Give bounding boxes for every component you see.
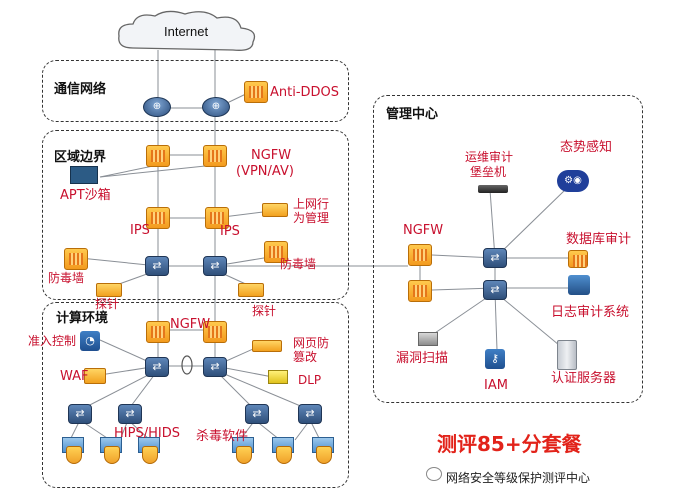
zone-border — [42, 130, 349, 300]
access-switch-icon: ⇄ — [203, 357, 227, 377]
hips-label: HIPS/HIDS — [114, 426, 180, 441]
ngfw-icon — [408, 280, 432, 302]
ngfw-top-label: NGFW — [251, 148, 292, 163]
promo-text: 测评85+分套餐 — [437, 432, 582, 456]
nac-label: 准入控制 — [28, 334, 77, 348]
edge-switch-icon: ⇄ — [245, 404, 269, 424]
watermark-label: 网络安全等级保护测评中心 — [446, 471, 591, 485]
vuln-scan-label: 漏洞扫描 — [396, 351, 449, 366]
zone-compute — [42, 302, 349, 488]
router-icon: ⊕ — [202, 97, 230, 117]
watermark-text: 网络安全等级保护测评中心 — [446, 469, 590, 486]
web-tamper-icon — [252, 340, 282, 352]
av-wall-left-label: 防毒墙 — [48, 271, 85, 285]
dlp-label: DLP — [298, 373, 322, 387]
av-wall-right-label: 防毒墙 — [280, 257, 317, 271]
internet-label: Internet — [164, 24, 209, 39]
dlp-icon — [268, 370, 288, 384]
edge-switch-icon: ⇄ — [118, 404, 142, 424]
behavior-label-1: 上网行 — [293, 197, 330, 211]
apt-label: APT沙箱 — [60, 188, 111, 203]
mgmt-switch-icon: ⇄ — [483, 280, 507, 300]
antivirus-label: 杀毒软件 — [196, 429, 249, 444]
ips-right-label: IPS — [220, 224, 240, 239]
webtamper-label-1: 网页防 — [293, 336, 330, 350]
ngfw-icon — [203, 321, 227, 343]
wechat-icon — [426, 467, 442, 481]
probe-icon — [238, 283, 264, 297]
bastion-host-icon — [478, 185, 508, 193]
waf-label: WAF — [60, 369, 89, 384]
ngfw-icon — [203, 145, 227, 167]
edge-switch-icon: ⇄ — [298, 404, 322, 424]
ngfw-icon — [408, 244, 432, 266]
log-audit-label: 日志审计系统 — [551, 305, 630, 320]
apt-sandbox-icon — [70, 166, 98, 184]
host-shield-icon — [236, 446, 252, 464]
ips-icon — [205, 207, 229, 229]
webtamper-label-2: 篡改 — [293, 350, 318, 364]
probe-left-label: 探针 — [95, 297, 120, 311]
ngfw-top-sub-label: (VPN/AV) — [236, 164, 294, 179]
host-shield-icon — [142, 446, 158, 464]
situational-awareness-icon: ⚙◉ — [557, 170, 589, 192]
zone-border-label: 区域边界 — [54, 150, 107, 165]
core-switch-icon: ⇄ — [203, 256, 227, 276]
zone-comm — [42, 60, 349, 122]
iam-label: IAM — [484, 378, 508, 393]
auth-server-label: 认证服务器 — [551, 371, 617, 386]
zone-mgmt — [373, 95, 643, 403]
iam-icon: ⚷ — [485, 349, 505, 369]
anti-ddos-icon — [244, 81, 268, 103]
behavior-label-2: 为管理 — [293, 211, 330, 225]
ngfw-icon — [146, 145, 170, 167]
probe-right-label: 探针 — [252, 304, 277, 318]
internet-cloud-icon — [118, 10, 256, 51]
vuln-scan-icon — [418, 332, 438, 346]
mgmt-switch-icon: ⇄ — [483, 248, 507, 268]
core-switch-icon: ⇄ — [145, 256, 169, 276]
host-shield-icon — [316, 446, 332, 464]
behavior-mgmt-icon — [262, 203, 288, 217]
ngfw-compute-label: NGFW — [170, 317, 211, 332]
host-shield-icon — [66, 446, 82, 464]
ips-left-label: IPS — [130, 223, 150, 238]
ops-audit-label-1: 运维审计 — [465, 150, 514, 164]
zone-mgmt-label: 管理中心 — [386, 107, 439, 122]
db-audit-label: 数据库审计 — [566, 232, 632, 247]
ops-audit-label-2: 堡垒机 — [470, 165, 507, 179]
av-wall-icon — [264, 241, 288, 263]
router-icon: ⊕ — [143, 97, 171, 117]
waf-icon — [84, 368, 106, 384]
ngfw-icon — [146, 321, 170, 343]
edge-switch-icon: ⇄ — [68, 404, 92, 424]
access-switch-icon: ⇄ — [145, 357, 169, 377]
anti-ddos-label: Anti-DDOS — [270, 85, 340, 100]
host-shield-icon — [104, 446, 120, 464]
db-audit-icon — [568, 250, 588, 268]
ips-icon — [146, 207, 170, 229]
probe-icon — [96, 283, 122, 297]
zone-comm-label: 通信网络 — [54, 82, 107, 97]
host-shield-icon — [276, 446, 292, 464]
situational-label: 态势感知 — [560, 140, 613, 155]
av-wall-icon — [64, 248, 88, 270]
log-audit-icon — [568, 275, 590, 295]
ngfw-mgmt-label: NGFW — [403, 223, 444, 238]
zone-compute-label: 计算环境 — [56, 311, 109, 326]
nac-icon: ◔ — [80, 331, 100, 351]
auth-server-icon — [557, 340, 577, 370]
